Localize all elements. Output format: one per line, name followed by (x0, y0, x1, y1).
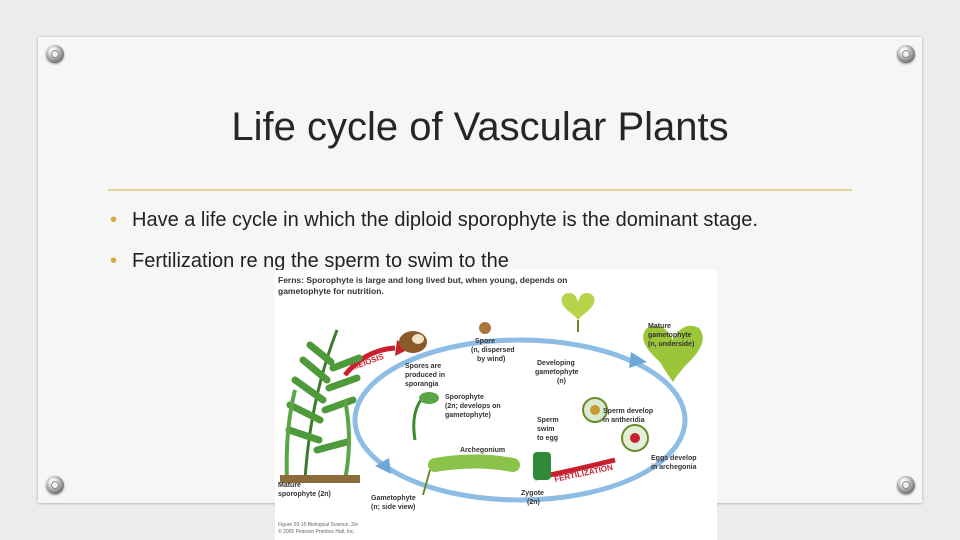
pin-icon (46, 476, 64, 494)
label-sperm-develop: Sperm develop (603, 408, 653, 415)
svg-text:gametophyte: gametophyte (535, 369, 579, 376)
label-mature-sporophyte: Mature (278, 482, 301, 489)
developing-gametophyte-icon (561, 293, 595, 332)
mature-gametophyte-icon (643, 325, 703, 382)
bullet-item: • Have a life cycle in which the diploid… (108, 207, 858, 233)
svg-text:gametophyte): gametophyte) (445, 412, 491, 419)
svg-text:gametophyte for nutrition.: gametophyte for nutrition. (278, 286, 384, 296)
label-archegonium: Archegonium (460, 447, 505, 454)
cycle-arrow (352, 337, 688, 503)
svg-text:(n, underside): (n, underside) (648, 341, 694, 348)
svg-text:swim: swim (537, 426, 555, 433)
svg-text:(n, dispersed: (n, dispersed (471, 347, 515, 354)
figure-caption: Ferns: Sporophyte is large and long live… (278, 275, 568, 285)
pin-icon (46, 45, 64, 63)
arrow-head-icon (629, 352, 647, 368)
svg-text:in antheridia: in antheridia (603, 417, 645, 424)
label-sporophyte: Sporophyte (445, 394, 484, 401)
svg-text:to egg: to egg (537, 435, 558, 442)
bullet-dot-icon: • (110, 250, 118, 272)
fern-life-cycle-diagram: Ferns: Sporophyte is large and long live… (278, 275, 703, 535)
label-eggs-develop: Eggs develop (651, 455, 697, 462)
label-sperm-swim: Sperm (537, 417, 559, 424)
bullet-text: Fertilization re ng the sperm to swim to… (132, 250, 509, 272)
svg-text:produced in: produced in (405, 372, 445, 379)
pin-icon (897, 45, 915, 63)
bullet-dot-icon: • (110, 209, 118, 231)
label-developing-gametophyte: Developing (537, 360, 575, 367)
label-mature-gametophyte: Mature (648, 323, 671, 330)
svg-text:(2n; develops on: (2n; develops on (445, 403, 501, 410)
svg-text:gametophyte: gametophyte (648, 332, 692, 339)
bullet-item: • Fertilization re ng the sperm to swim … (108, 248, 858, 274)
svg-text:sporophyte (2n): sporophyte (2n) (278, 491, 331, 498)
fern-life-cycle-figure: Ferns: Sporophyte is large and long live… (275, 270, 717, 540)
bullet-list: • Have a life cycle in which the diploid… (108, 207, 858, 289)
svg-text:© 2005 Pearson Prentice Hall,: © 2005 Pearson Prentice Hall, Inc. (278, 528, 355, 535)
young-sporophyte-icon (412, 392, 520, 496)
svg-text:by wind): by wind) (477, 356, 505, 363)
slide-title: Life cycle of Vascular Plants (231, 105, 729, 149)
arrow-head-icon (375, 458, 391, 474)
title-divider (108, 189, 852, 191)
bullet-text: Have a life cycle in which the diploid s… (132, 209, 758, 231)
svg-text:(2n): (2n) (527, 499, 540, 506)
label-spores-produced: Spores are (405, 363, 441, 370)
label-zygote: Zygote (521, 490, 544, 497)
svg-text:sporangia: sporangia (405, 381, 439, 388)
label-gametophyte-side: Gametophyte (371, 495, 416, 502)
fern-frond-icon (280, 329, 363, 483)
spore-icon (479, 322, 491, 334)
svg-text:in archegonia: in archegonia (651, 464, 697, 471)
figure-credit: Figure 29-15 Biological Science, 2/e (278, 522, 358, 528)
svg-text:(n): (n) (557, 378, 566, 385)
label-spore: Spore (475, 338, 495, 345)
zygote-icon (533, 452, 551, 480)
svg-text:(n; side view): (n; side view) (371, 504, 415, 511)
meiosis-arrow (343, 345, 396, 377)
pin-icon (897, 476, 915, 494)
